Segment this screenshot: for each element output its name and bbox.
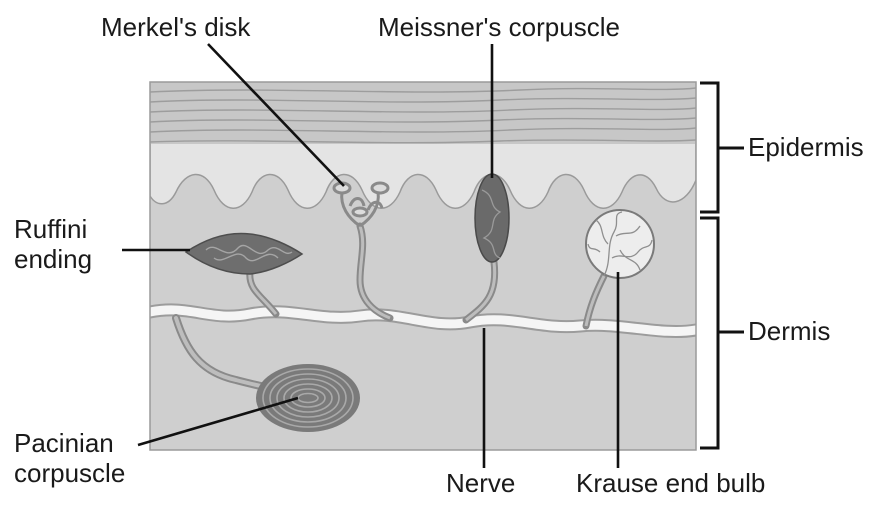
label-nerve: Nerve [446,468,515,498]
epidermis-bracket [700,83,718,212]
label-pacinian-corpuscle: Pacinian corpuscle [14,428,125,488]
label-ruffini-line1: Ruffini [14,214,92,244]
label-ruffini-ending: Ruffini ending [14,214,92,274]
krause-end-bulb [586,210,654,278]
dermis-bracket [700,218,718,448]
pacinian-corpuscle [256,364,360,432]
label-meissners-corpuscle: Meissner's corpuscle [378,12,620,42]
label-merkels-disk: Merkel's disk [101,12,250,42]
label-pacinian-line1: Pacinian [14,428,125,458]
label-ruffini-line2: ending [14,244,92,274]
brackets [700,83,744,448]
label-krause-end-bulb: Krause end bulb [576,468,765,498]
label-epidermis: Epidermis [748,132,864,162]
label-pacinian-line2: corpuscle [14,458,125,488]
meissner-corpuscle [475,174,509,262]
skin-block [150,82,696,450]
label-dermis: Dermis [748,316,830,346]
